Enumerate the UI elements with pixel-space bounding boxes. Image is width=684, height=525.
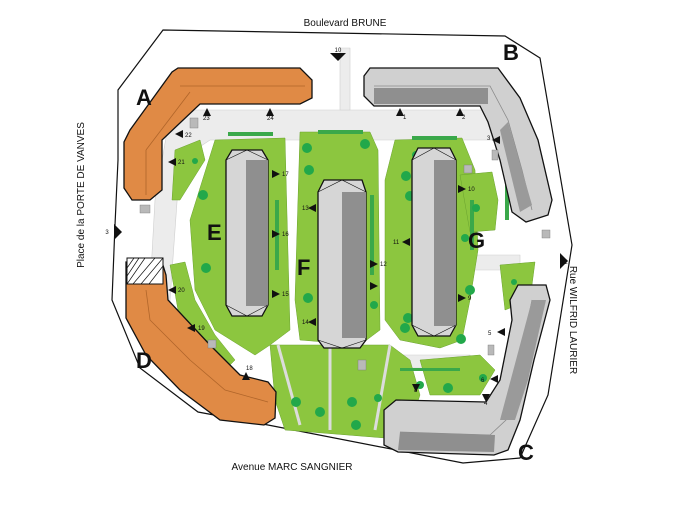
entrance-14-number: 14 (302, 320, 309, 326)
site-entrance-10-label: 10 (335, 48, 342, 54)
entrance-12-number: 12 (380, 262, 387, 268)
building-letter-c: C (518, 440, 534, 465)
lawn-se (419, 354, 496, 396)
building-f[interactable] (317, 179, 367, 349)
entrance-24-number: 24 (267, 116, 274, 122)
building-letter-d: D (136, 348, 152, 373)
site-entrance-arrows (114, 53, 568, 269)
service-marks (139, 117, 551, 371)
entrance-19-number: 19 (198, 326, 205, 332)
entrance-markers (168, 108, 505, 402)
entrance-7-number: 7 (484, 396, 488, 402)
entrance-15-number: 15 (282, 292, 289, 298)
entrance-3-number: 3 (487, 136, 491, 142)
building-letter-f: F (297, 255, 310, 280)
entrance-5-number: 5 (488, 331, 492, 337)
building-d[interactable] (125, 257, 277, 426)
building-letter-e: E (207, 220, 222, 245)
entrance-10-number: 10 (468, 187, 475, 193)
entrance-16-number: 16 (282, 232, 289, 238)
building-letter-b: B (503, 40, 519, 65)
entrance-18-number: 18 (246, 366, 253, 372)
building-b[interactable] (363, 67, 553, 223)
street-east-label: Rue WILFRID LAURIER (567, 266, 578, 374)
building-a[interactable] (123, 67, 313, 201)
street-south-label: Avenue MARC SANGNIER (232, 462, 353, 473)
entrance-20-number: 20 (178, 288, 185, 294)
entrance-6-number: 6 (481, 378, 485, 384)
entrance-9-number: 9 (468, 296, 472, 302)
entrance-21-number: 21 (178, 160, 185, 166)
site-entrance-3-label: 3 (105, 230, 109, 236)
entrance-22-number: 22 (185, 133, 192, 139)
lawn-strip-a (171, 139, 206, 201)
entrance-8-number: 8 (414, 388, 418, 394)
entrance-4-number: 4 (484, 401, 488, 407)
building-e[interactable] (225, 149, 269, 317)
entrance-11-number: 11 (393, 240, 400, 246)
building-g[interactable] (411, 147, 457, 337)
site-entrance-2-label: 2 (564, 260, 568, 266)
lawn-ne (459, 171, 499, 233)
lawn-paths (276, 344, 392, 431)
entrance-1-number: 1 (403, 115, 407, 121)
entrance-13-number: 13 (302, 206, 309, 212)
building-c[interactable] (383, 284, 551, 456)
street-west-label: Place de la PORTE DE VANVES (76, 122, 87, 268)
entrance-2-number: 2 (462, 115, 466, 121)
building-letter-g: G (468, 228, 485, 253)
street-north-label: Boulevard BRUNE (304, 18, 387, 29)
building-letter-a: A (136, 85, 152, 110)
entrance-23-number: 23 (203, 116, 210, 122)
entrance-17-number: 17 (282, 172, 289, 178)
